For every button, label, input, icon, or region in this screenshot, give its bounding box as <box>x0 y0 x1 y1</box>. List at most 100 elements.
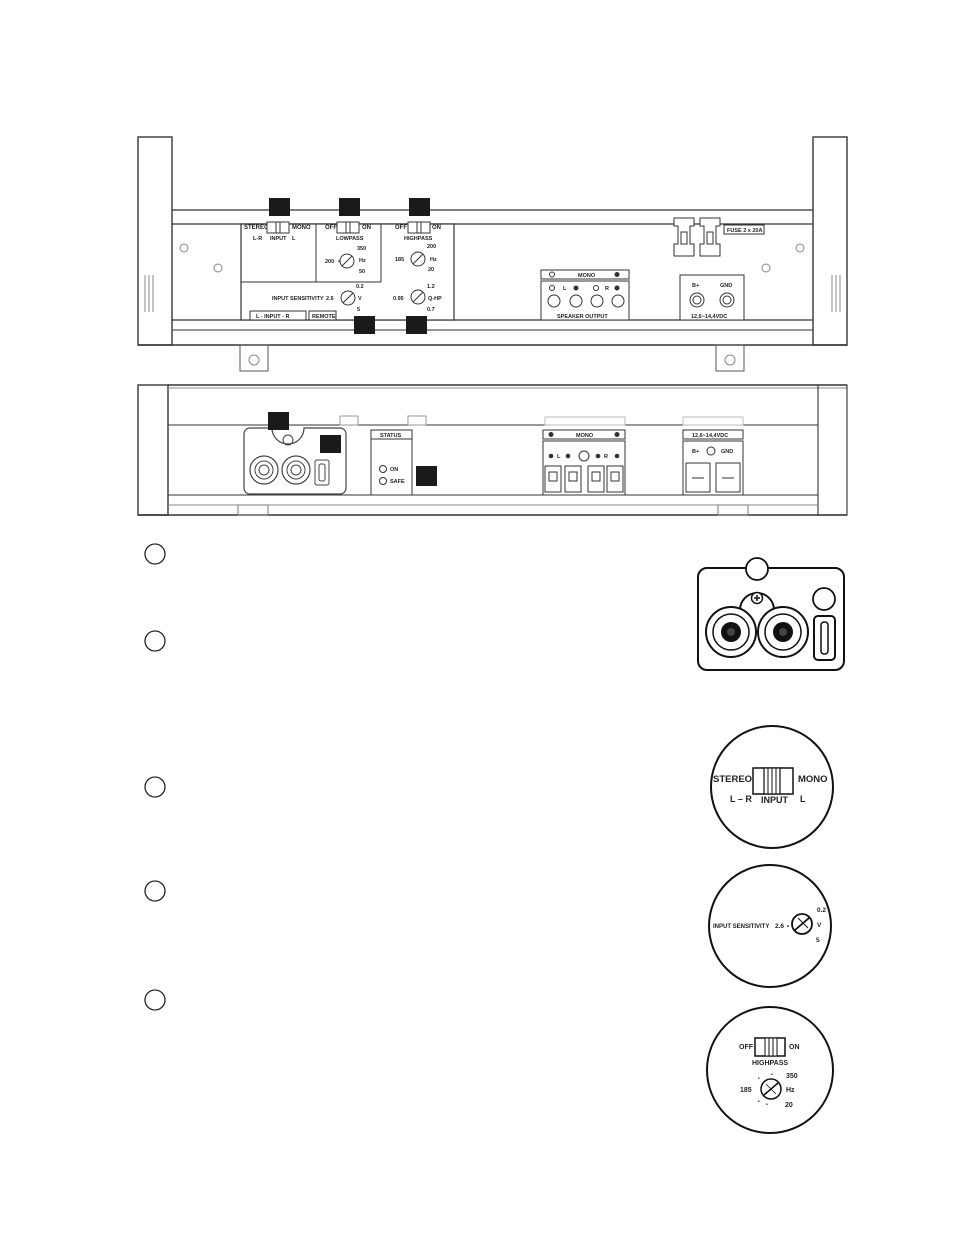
top-power-voltage: 12,6~14,4VDC <box>691 314 727 320</box>
vent-left <box>144 275 154 312</box>
callout-marker <box>269 198 290 216</box>
status-title: STATUS <box>380 433 402 439</box>
top-input-label: INPUT <box>270 236 287 242</box>
callout-marker <box>339 198 360 216</box>
callout-marker <box>416 466 437 486</box>
top-speaker-mono: MONO <box>578 273 596 279</box>
callout-marker <box>354 316 375 334</box>
top-highpass-label: HIGHPASS <box>404 236 433 242</box>
list-bullet <box>144 543 166 565</box>
callout-list <box>144 543 166 1011</box>
screw-icon <box>795 243 805 253</box>
top-input-lr: L-R <box>253 236 262 242</box>
detail-highpass-min: 20 <box>785 1102 793 1109</box>
speaker-terminal[interactable] <box>590 294 604 308</box>
top-fuse-label: FUSE 2 x 20A <box>727 228 762 234</box>
top-lowpass-min: 50 <box>359 269 365 275</box>
top-highpass-on: ON <box>432 225 441 231</box>
top-highpass-unit: Hz <box>430 257 437 263</box>
svg-text:•: • <box>766 1102 768 1108</box>
bottom-panel: STATUS ON SAFE MONO L R 12,6~14,4VDC B+ … <box>137 384 848 516</box>
screw-icon <box>179 243 189 253</box>
top-input-l: L <box>292 236 296 242</box>
top-q-bottom: 0.7 <box>427 307 435 313</box>
svg-text:•: • <box>787 924 789 930</box>
top-lowpass-max: 350 <box>357 246 366 252</box>
top-lowpass-off: OFF <box>325 225 337 231</box>
list-bullet <box>144 880 166 902</box>
list-bullet <box>144 630 166 652</box>
top-power-plus: B+ <box>692 283 699 289</box>
svg-text:•: • <box>758 1099 760 1105</box>
screw-icon <box>761 263 771 273</box>
top-sens-label: INPUT SENSITIVITY <box>272 296 324 302</box>
detail-sens-center: 2.6 <box>775 923 784 930</box>
list-bullet <box>812 587 836 611</box>
speaker-terminal[interactable] <box>564 465 582 493</box>
detail-input-switch: STEREO MONO L – R INPUT L <box>710 725 834 849</box>
lowpass-switch[interactable] <box>336 221 360 234</box>
detail-input-sensitivity: INPUT SENSITIVITY 2.6 • 0.2 V 5 <box>708 864 832 988</box>
bottom-power-voltage: 12,6~14,4VDC <box>692 433 728 439</box>
power-terminal-plus[interactable] <box>685 462 711 493</box>
detail-sens-unit: V <box>817 922 822 929</box>
speaker-terminal[interactable] <box>606 465 624 493</box>
top-panel: STEREO MONO L-R INPUT L OFF ON LOWPASS 2… <box>137 136 848 372</box>
top-highpass-center: 185 <box>395 257 404 263</box>
detail-input-stereo: STEREO <box>713 774 752 785</box>
detail-highpass-label: HIGHPASS <box>752 1060 788 1067</box>
bottom-speaker-left: L <box>557 454 561 460</box>
list-bullet <box>144 776 166 798</box>
screw-icon <box>213 263 223 273</box>
top-input-stereo: STEREO <box>244 225 269 231</box>
svg-text:•: • <box>338 259 340 265</box>
top-input-mono: MONO <box>292 225 311 231</box>
detail-rca-inputs <box>697 557 845 671</box>
speaker-terminal[interactable] <box>611 294 625 308</box>
callout-marker <box>409 198 430 216</box>
detail-highpass-max: 350 <box>786 1073 798 1080</box>
list-bullet <box>144 989 166 1011</box>
top-speaker-left: L <box>563 286 567 292</box>
input-mode-switch[interactable] <box>266 221 290 234</box>
remote-jack[interactable] <box>314 459 330 486</box>
detail-input-mono: MONO <box>798 774 828 785</box>
top-sens-bottom: 5 <box>357 307 360 313</box>
status-on-label: ON <box>390 467 398 473</box>
speaker-terminal[interactable] <box>547 294 561 308</box>
top-highpass-max: 200 <box>427 244 436 250</box>
power-terminal-gnd[interactable] <box>719 292 735 308</box>
detail-sens-bottom: 5 <box>816 937 820 944</box>
detail-input-lr: L – R <box>730 794 752 804</box>
rca-input-right[interactable] <box>281 455 311 485</box>
list-bullet <box>745 557 769 581</box>
detail-highpass-on: ON <box>789 1044 800 1051</box>
speaker-terminal[interactable] <box>544 465 562 493</box>
detail-highpass-unit: Hz <box>786 1087 795 1094</box>
callout-marker <box>320 435 341 453</box>
top-sens-center: 2.6 <box>326 296 334 302</box>
status-on-led <box>379 465 387 473</box>
highpass-switch[interactable] <box>407 221 431 234</box>
ground-screw-icon <box>282 434 294 446</box>
bottom-speaker-right: R <box>604 454 608 460</box>
svg-text:•: • <box>771 1072 773 1078</box>
top-power-gnd: GND <box>720 283 732 289</box>
status-safe-label: SAFE <box>390 479 405 485</box>
speaker-terminal[interactable] <box>587 465 605 493</box>
detail-highpass-off: OFF <box>739 1044 754 1051</box>
speaker-terminal[interactable] <box>569 294 583 308</box>
detail-sens-top: 0.2 <box>817 907 826 914</box>
top-highpass-off: OFF <box>395 225 407 231</box>
detail-sens-label: INPUT SENSITIVITY <box>713 924 769 930</box>
rca-input-left[interactable] <box>249 455 279 485</box>
detail-highpass: OFF ON HIGHPASS 185 • • 350 Hz 20 • • <box>706 1006 834 1134</box>
bottom-speaker-mono: MONO <box>576 433 594 439</box>
power-terminal-gnd[interactable] <box>715 462 741 493</box>
top-lowpass-unit: Hz <box>359 258 366 264</box>
power-terminal-plus[interactable] <box>689 292 705 308</box>
top-remote-label: REMOTE <box>312 314 336 320</box>
top-input-lr-label: L - INPUT - R <box>256 314 290 320</box>
top-sens-top: 0.2 <box>356 284 364 290</box>
